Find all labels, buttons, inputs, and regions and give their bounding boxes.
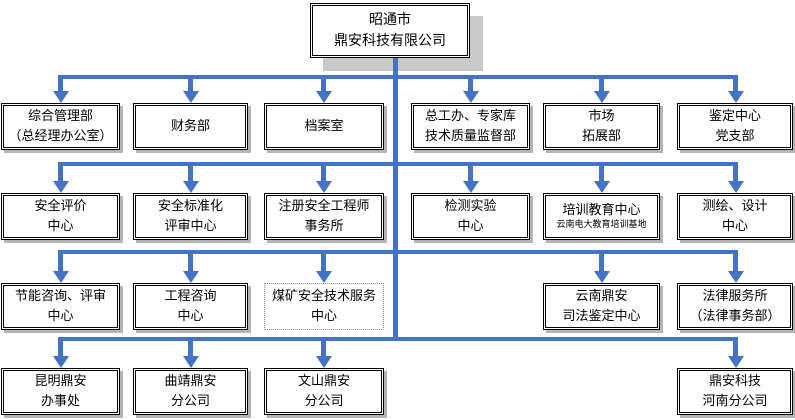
connector-arrow-down: [52, 75, 69, 103]
box-label-line: 河南分公司: [702, 393, 768, 409]
connector-arrow-down: [315, 250, 332, 283]
box-label-line: 拓展部: [581, 128, 621, 144]
box-label-line: 办事处: [40, 393, 80, 409]
connector-arrow-down: [727, 337, 744, 368]
org-box-archives-room: 档案室: [264, 103, 384, 150]
box-label-line: 市场: [588, 109, 615, 124]
connector-arrow-down: [315, 75, 332, 103]
box-label-line: 技术质量监督部: [424, 128, 516, 144]
org-box-kunming-dingan-office: 昆明鼎安 办事处: [1, 368, 120, 415]
box-label-line: （总经理办公室）: [8, 128, 113, 144]
connector-line-vertical-trunk: [393, 58, 398, 341]
box-label-line: 工程咨询: [164, 289, 217, 304]
box-label-line: 曲靖鼎安: [164, 374, 217, 389]
box-label-line: 鼎安科技有限公司: [334, 32, 446, 49]
connector-line-horizontal: [58, 250, 738, 254]
box-label-line: 综合管理部: [27, 109, 93, 124]
box-label-line: 鼎安科技: [708, 374, 761, 389]
box-label-line: 中心: [721, 218, 748, 234]
org-box-general-management-dept: 综合管理部 （总经理办公室）: [1, 103, 120, 150]
org-box-testing-laboratory-center: 检测实验 中心: [411, 193, 530, 240]
box-label-line: 档案室: [304, 118, 344, 134]
org-box-surveying-design-center: 测绘、设计 中心: [677, 193, 793, 240]
connector-arrow-down: [52, 162, 69, 193]
box-label-line: 评审中心: [164, 218, 217, 234]
box-label-line: 法律服务所: [702, 289, 768, 304]
box-label-line: 中心: [47, 218, 74, 234]
box-label-line: 鉴定中心: [708, 109, 761, 124]
box-label-line: 煤矿安全技术服务: [271, 289, 376, 304]
box-label-line: 党支部: [715, 128, 755, 144]
box-label-line: 分公司: [170, 393, 210, 409]
org-box-safety-evaluation-center: 安全评价 中心: [1, 193, 120, 240]
connector-arrow-down: [315, 337, 332, 368]
org-box-qujing-dingan-branch: 曲靖鼎安 分公司: [133, 368, 248, 415]
box-label-line: 安全评价: [34, 199, 87, 214]
box-label-line: 中心: [310, 308, 337, 324]
box-label-line: 昭通市: [369, 11, 411, 28]
connector-arrow-down: [315, 162, 332, 193]
connector-arrow-down: [462, 162, 479, 193]
connector-arrow-down: [727, 75, 744, 103]
org-box-energy-saving-consulting-review-center: 节能咨询、评审 中心: [1, 283, 120, 330]
org-box-finance-dept: 财务部: [133, 103, 248, 150]
org-box-chief-engineer-office-quality-dept: 总工办、专家库 技术质量监督部: [411, 103, 530, 150]
box-label-line: 财务部: [170, 118, 210, 134]
org-box-wenshan-dingan-branch: 文山鼎安 分公司: [264, 368, 384, 415]
box-label-line: 事务所: [304, 218, 344, 234]
org-box-engineering-consulting-center: 工程咨询 中心: [133, 283, 248, 330]
box-label-line: 节能咨询、评审: [14, 289, 106, 304]
connector-arrow-down: [727, 250, 744, 283]
connector-arrow-down: [593, 162, 610, 193]
box-label-line: 测绘、设计: [702, 199, 768, 214]
box-label-line: 云南鼎安: [575, 289, 628, 304]
connector-arrow-down: [182, 250, 199, 283]
box-label-line: 总工办、专家库: [424, 109, 516, 124]
org-box-registered-safety-engineer-office: 注册安全工程师 事务所: [264, 193, 384, 240]
connector-line-horizontal: [58, 337, 738, 341]
box-label-line: 中心: [177, 308, 204, 324]
connector-arrow-down: [182, 337, 199, 368]
connector-arrow-down: [182, 75, 199, 103]
connector-line-horizontal: [58, 162, 738, 166]
org-box-training-education-center: 培训教育中心 云南电大教育培训基地: [543, 193, 660, 240]
box-label-line: 分公司: [304, 393, 344, 409]
connector-line-horizontal: [58, 75, 738, 79]
box-label-line: 昆明鼎安: [34, 374, 87, 389]
box-label-line: （法律事务部）: [689, 308, 781, 324]
box-label-line: 注册安全工程师: [278, 199, 370, 214]
box-label-line: 文山鼎安: [297, 374, 350, 389]
org-box-appraisal-center-party-branch: 鉴定中心 党支部: [677, 103, 793, 150]
connector-arrow-down: [52, 250, 69, 283]
org-box-legal-service-office: 法律服务所 （法律事务部）: [677, 283, 793, 330]
org-box-coal-mine-safety-tech-service-center: 煤矿安全技术服务 中心: [264, 283, 384, 330]
box-label-line: 安全标准化: [157, 199, 223, 214]
connector-arrow-down: [593, 75, 610, 103]
org-box-yunnan-dingan-judicial-appraisal-center: 云南鼎安 司法鉴定中心: [543, 283, 660, 330]
box-label-line: 中心: [47, 308, 74, 324]
box-sublabel-line: 云南电大教育培训基地: [556, 220, 647, 231]
org-box-dingan-tech-henan-branch: 鼎安科技 河南分公司: [677, 368, 793, 415]
connector-arrow-down: [727, 162, 744, 193]
org-box-company-root: 昭通市 鼎安科技有限公司: [310, 3, 470, 58]
connector-arrow-down: [593, 250, 610, 283]
box-label-line: 培训教育中心: [562, 202, 641, 218]
box-label-line: 检测实验: [444, 199, 497, 214]
box-label-line: 司法鉴定中心: [562, 308, 641, 324]
org-box-market-expansion-dept: 市场 拓展部: [543, 103, 660, 150]
connector-arrow-down: [182, 162, 199, 193]
connector-arrow-down: [52, 337, 69, 368]
connector-arrow-down: [462, 75, 479, 103]
box-label-line: 中心: [457, 218, 484, 234]
org-box-safety-standardization-review-center: 安全标准化 评审中心: [133, 193, 248, 240]
